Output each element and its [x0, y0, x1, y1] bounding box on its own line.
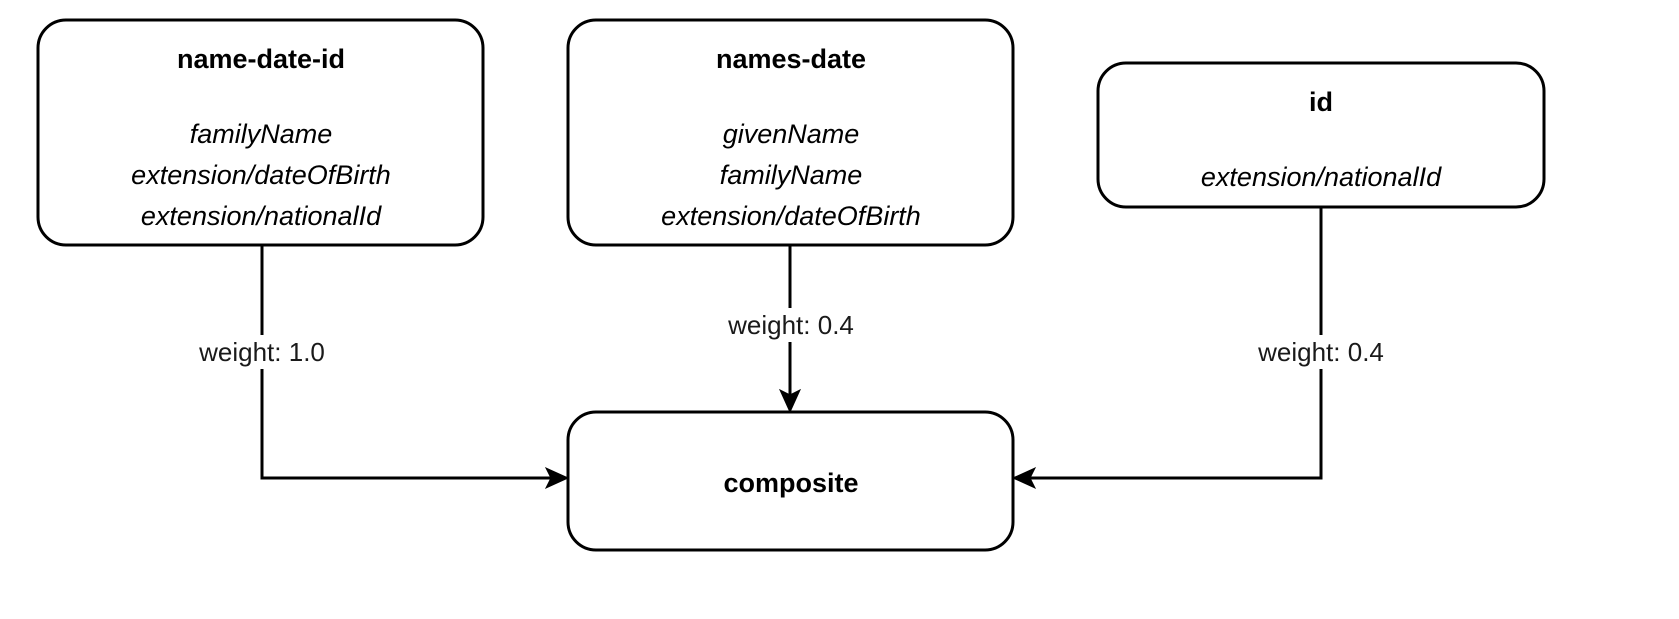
node-id[interactable]: id extension/nationalId [1096, 61, 1546, 209]
edge-names-date-to-composite[interactable]: weight: 0.4 [710, 245, 872, 414]
edge-label-weight-left: weight: 1.0 [198, 337, 325, 367]
node-name-date-id[interactable]: name-date-id familyName extension/dateOf… [36, 18, 485, 247]
node-id-title: id [1309, 87, 1333, 117]
node-names-date-box [566, 18, 1015, 247]
edge-label-backdrop-left [180, 335, 344, 369]
node-composite-box [566, 410, 1015, 552]
node-names-date-attr-0: givenName [723, 119, 860, 149]
edge-name-date-id-to-composite[interactable]: weight: 1.0 [180, 245, 570, 490]
node-names-date[interactable]: names-date givenName familyName extensio… [566, 18, 1015, 247]
node-name-date-id-attr-0: familyName [190, 119, 333, 149]
node-name-date-id-attr-2: extension/nationalId [141, 201, 382, 231]
arrowhead-right-to-composite [1011, 466, 1037, 490]
edge-label-weight-right: weight: 0.4 [1257, 337, 1384, 367]
node-composite-title: composite [723, 468, 858, 498]
node-name-date-id-box [36, 18, 485, 247]
node-id-attr-0: extension/nationalId [1201, 162, 1442, 192]
node-names-date-attr-2: extension/dateOfBirth [661, 201, 921, 231]
edge-path-left [260, 245, 552, 480]
node-names-date-title: names-date [716, 44, 866, 74]
arrowhead-middle-to-composite [778, 388, 802, 414]
node-id-box [1096, 61, 1546, 209]
edge-label-weight-middle: weight: 0.4 [727, 310, 854, 340]
edge-label-backdrop-right [1240, 335, 1402, 369]
edge-label-backdrop-middle [710, 308, 872, 342]
node-composite[interactable]: composite [566, 410, 1015, 552]
node-name-date-id-title: name-date-id [177, 44, 345, 74]
arrowhead-left-to-composite [544, 466, 570, 490]
node-names-date-attr-1: familyName [720, 160, 863, 190]
edge-path-right [1029, 207, 1323, 480]
edge-id-to-composite[interactable]: weight: 0.4 [1011, 207, 1402, 490]
node-name-date-id-attr-1: extension/dateOfBirth [131, 160, 391, 190]
